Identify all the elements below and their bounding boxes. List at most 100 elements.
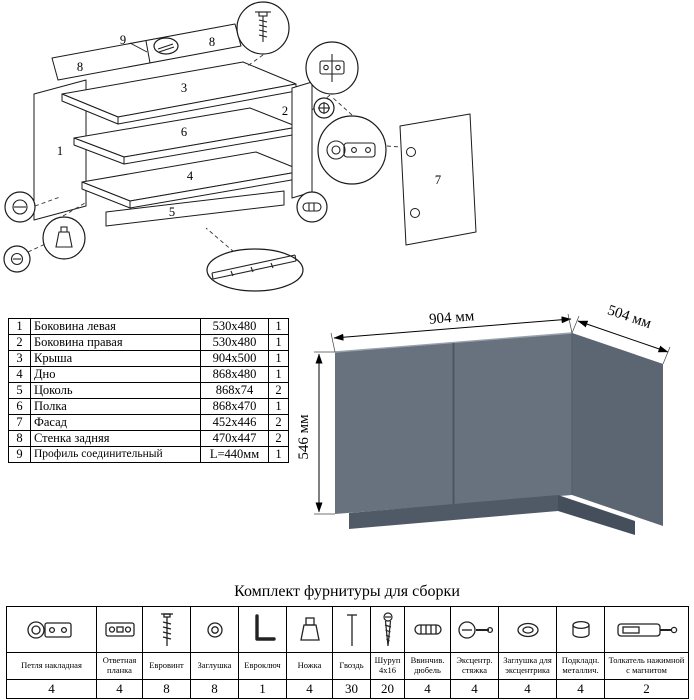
part-size: L=440мм xyxy=(200,446,269,463)
hardware-icons-row xyxy=(6,606,689,653)
part-name: Боковина правая xyxy=(30,334,201,351)
part-size: 868x74 xyxy=(200,382,269,399)
hardware-label: Евровинт xyxy=(142,652,191,680)
part-number: 5 xyxy=(8,382,31,399)
part-name: Боковина левая xyxy=(30,318,201,335)
label-6: 6 xyxy=(181,125,187,139)
hardware-label: Подкладн. металлич. xyxy=(556,652,605,680)
hardware-qty: 8 xyxy=(190,679,239,699)
part-size: 452x446 xyxy=(200,414,269,431)
hardware-label: Ответная планка xyxy=(96,652,143,680)
hardware-qty: 4 xyxy=(404,679,451,699)
label-8-left: 8 xyxy=(77,60,83,74)
part-number: 3 xyxy=(8,350,31,367)
label-2: 2 xyxy=(282,104,288,118)
plinth-board xyxy=(105,190,285,227)
hardware-qty: 30 xyxy=(332,679,371,699)
left-side-panel xyxy=(33,79,87,221)
part-size: 904x500 xyxy=(200,350,269,367)
part-qty: 1 xyxy=(268,318,289,335)
part-number: 2 xyxy=(8,334,31,351)
cabinet-side-face xyxy=(572,333,663,526)
hardware-qty: 4 xyxy=(498,679,557,699)
label-1: 1 xyxy=(57,144,63,158)
cabinet-plinth-front xyxy=(349,495,558,529)
part-size: 868x470 xyxy=(200,398,269,415)
part-name: Крыша xyxy=(30,350,201,367)
part-qty: 2 xyxy=(268,382,289,399)
hardware-counts-row: 4 4 8 8 1 4 30 20 4 4 4 4 2 xyxy=(6,679,689,699)
hardware-label: Шуруп 4x16 xyxy=(370,652,405,680)
hinge-icon xyxy=(26,620,72,639)
part-size: 530x480 xyxy=(200,334,269,351)
hardware-table: Петля накладная Ответная планка Евровинт… xyxy=(6,606,689,699)
dimension-arrows xyxy=(315,316,669,513)
exploded-view-drawing: 9 8 8 3 1 6 2 4 5 7 xyxy=(3,1,477,292)
hardware-label: Эксцентр. стяжка xyxy=(450,652,499,680)
foot-icon xyxy=(299,616,320,641)
cap-icon xyxy=(206,621,223,638)
part-number: 9 xyxy=(8,446,31,463)
cabinet-width-label: 904 мм xyxy=(428,308,475,328)
cabinet-depth-label: 504 мм xyxy=(605,302,653,332)
label-4: 4 xyxy=(187,169,194,183)
part-name: Дно xyxy=(30,366,201,383)
hardware-qty: 2 xyxy=(604,679,689,699)
hardware-qty: 4 xyxy=(96,679,143,699)
push-latch-icon xyxy=(616,622,677,637)
part-qty: 2 xyxy=(268,414,289,431)
part-qty: 1 xyxy=(268,366,289,383)
cabinet-height-label: 546 мм xyxy=(296,414,312,460)
hardware-qty: 4 xyxy=(556,679,605,699)
part-number: 6 xyxy=(8,398,31,415)
hardware-qty: 4 xyxy=(6,679,97,699)
hardware-qty: 4 xyxy=(286,679,333,699)
label-3: 3 xyxy=(181,81,187,95)
part-number: 7 xyxy=(8,414,31,431)
cam-cap-icon xyxy=(516,622,539,637)
hardware-label: Ножка xyxy=(286,652,333,680)
hardware-label: Петля накладная xyxy=(6,652,97,680)
hardware-qty: 8 xyxy=(142,679,191,699)
part-name: Цоколь xyxy=(30,382,201,399)
strike-plate-icon xyxy=(104,621,135,637)
hardware-label: Заглушка для эксцентрика xyxy=(498,652,557,680)
dowel-icon xyxy=(413,623,442,635)
part-qty: 2 xyxy=(268,430,289,447)
washer-icon xyxy=(571,620,590,638)
right-side-panel xyxy=(291,81,313,199)
part-name: Полка xyxy=(30,398,201,415)
hardware-qty: 4 xyxy=(450,679,499,699)
extension-lines xyxy=(314,313,671,515)
hardware-qty: 1 xyxy=(238,679,287,699)
hardware-label: Заглушка xyxy=(190,652,239,680)
hardware-qty: 20 xyxy=(370,679,405,699)
part-qty: 1 xyxy=(268,334,289,351)
label-5: 5 xyxy=(169,205,175,219)
part-number: 4 xyxy=(8,366,31,383)
label-9: 9 xyxy=(120,33,126,47)
hardware-label: Евроключ xyxy=(238,652,287,680)
part-number: 1 xyxy=(8,318,31,335)
callout-hardware-details xyxy=(10,11,376,280)
part-name: Стенка задняя xyxy=(30,430,201,447)
part-qty: 1 xyxy=(268,398,289,415)
confirmat-screw-icon xyxy=(160,612,173,646)
cabinet-plinth-side xyxy=(558,495,635,535)
label-7: 7 xyxy=(435,173,441,187)
hex-key-icon xyxy=(254,613,276,641)
part-size: 530x480 xyxy=(200,318,269,335)
part-size: 470x447 xyxy=(200,430,269,447)
part-name: Профиль соединительный xyxy=(30,446,201,463)
part-number: 8 xyxy=(8,430,31,447)
part-name: Фасад xyxy=(30,414,201,431)
part-size: 868x480 xyxy=(200,366,269,383)
label-8-right: 8 xyxy=(209,35,215,49)
